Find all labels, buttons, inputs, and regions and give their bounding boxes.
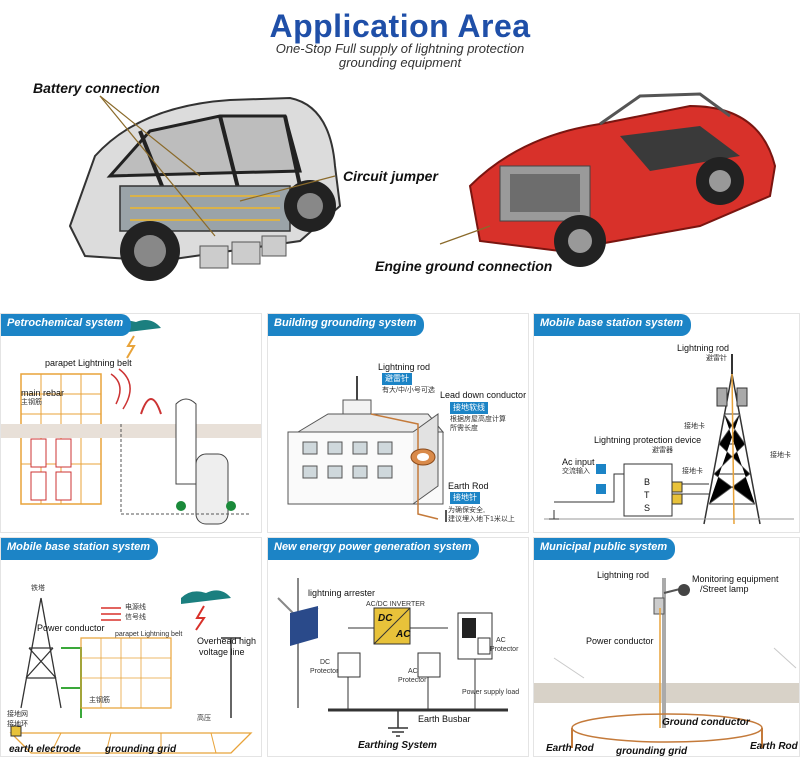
car-drawings — [68, 92, 777, 281]
inverter-dc-label: DC — [378, 613, 393, 624]
protection-device-cn: 避雷器 — [652, 447, 673, 454]
power-supply-load-label: Power supply load — [462, 689, 520, 696]
main-rebar-cn-label: 主钢筋 — [21, 399, 42, 406]
grounding-clip-cn-3: 接地卡 — [770, 452, 791, 459]
lightning-rod-label: Lightning rod — [378, 362, 431, 372]
mobile-base-top-diagram — [544, 354, 794, 525]
main-rebar-label: main rebar — [21, 388, 65, 398]
earth-rod-right-label: Earth Rod — [750, 741, 798, 752]
municipal-power-conductor-label: Power conductor — [586, 636, 654, 646]
municipal-title: Municipal public system — [534, 538, 676, 560]
lightning-arrester-label: lightning arrester — [308, 588, 376, 598]
municipal-grounding-grid-label: grounding grid — [616, 746, 688, 757]
subtitle-line-2: grounding equipment — [338, 55, 462, 70]
monitoring-equipment-label: Monitoring equipment — [692, 574, 779, 584]
mobile-base-bottom-diagram — [9, 590, 253, 754]
earth-rod-label: Earth Rod — [448, 481, 489, 491]
header: Application Area One-Stop Full supply of… — [0, 0, 800, 80]
bts-letter-b: B — [644, 477, 651, 487]
mobile-top-lightning-rod-cn: 避雷针 — [706, 355, 727, 362]
inverter-label: AC/DC INVERTER — [366, 601, 425, 608]
panel-new-energy: New energy power generation system light… — [267, 537, 529, 757]
petrochemical-title: Petrochemical system — [1, 314, 132, 336]
mobile-base-bottom-title: Mobile base station system — [1, 538, 159, 560]
bts-letter-t: T — [644, 490, 650, 500]
panel-mobile-base-top: Mobile base station system Lightning rod… — [533, 313, 800, 533]
page-title: Application Area — [269, 8, 531, 44]
dc-protector-label-2: Protector — [310, 668, 339, 675]
earth-electrode-label: earth electrode — [9, 744, 81, 755]
grid-cn-label: 接地网 — [7, 711, 28, 718]
lead-down-label: Lead down conductor — [440, 390, 527, 400]
building-diagram — [287, 376, 447, 522]
lightning-rod-note: 有大/中/小号可选 — [382, 387, 435, 394]
ac-input-label: Ac input — [562, 457, 595, 467]
protection-device-label: Lightning protection device — [594, 435, 702, 445]
earth-rod-cn-tag: 接地针 — [450, 492, 480, 504]
power-line-cn: 电源线 — [125, 604, 146, 611]
panel-mobile-base-bottom: Mobile base station system 铁塔 Power cond… — [0, 537, 262, 757]
grounding-grid-label-1: grounding grid — [105, 744, 177, 755]
earth-rod-note-2: 建议埋入地下1米以上 — [448, 516, 515, 523]
panel-building-grounding: Building grounding system Lightning rod … — [267, 313, 529, 533]
inverter-ac-label: AC — [396, 629, 411, 640]
ac-protector-label-2: Protector — [398, 677, 427, 684]
electric-car-chassis-image — [68, 95, 342, 281]
lead-down-cn-tag: 接地软线 — [450, 402, 488, 414]
earth-rod-note-1: 为确保安全, — [448, 507, 485, 514]
grounding-clip-cn-1: 接地卡 — [684, 423, 705, 430]
panel-municipal: Municipal public system Lightning rod Mo… — [533, 537, 800, 757]
signal-line-cn: 信号线 — [125, 614, 146, 621]
main-rebar-cn-2: 主钢筋 — [89, 697, 110, 704]
circuit-jumper-label: Circuit jumper — [343, 168, 438, 184]
high-voltage-cn: 高压 — [197, 715, 211, 722]
overhead-label-1: Overhead high — [197, 636, 257, 646]
ac-protector-right-2: Protector — [490, 646, 519, 653]
panel-petrochemical: Petrochemical system parapet Lightning b… — [0, 313, 262, 533]
ground-conductor-label: Ground conductor — [662, 717, 750, 728]
earthing-system-label: Earthing System — [358, 740, 437, 751]
subtitle-line-1: One-Stop Full supply of lightning protec… — [275, 41, 525, 56]
ac-protector-right-1: AC — [496, 637, 506, 644]
engine-ground-connection-label: Engine ground connection — [375, 258, 553, 274]
ring-cn-label: 接地环 — [7, 721, 28, 728]
sports-car-image — [439, 92, 777, 267]
earth-busbar-label: Earth Busbar — [418, 714, 471, 724]
new-energy-diagram — [277, 578, 508, 737]
bts-letter-s: S — [644, 503, 651, 513]
battery-connection-label: Battery connection — [33, 80, 160, 96]
municipal-lightning-rod-label: Lightning rod — [597, 570, 650, 580]
ac-protector-label-1: AC — [408, 668, 418, 675]
new-energy-title: New energy power generation system — [268, 538, 480, 560]
parapet-belt-label: parapet Lightning belt — [115, 631, 183, 638]
street-lamp-label: /Street lamp — [700, 584, 749, 594]
car-illustrations: Battery connection Circuit jumper Engine… — [0, 76, 800, 290]
parapet-label: parapet Lightning belt — [45, 358, 132, 368]
lead-down-note-2: 所需长度 — [450, 425, 478, 432]
building-title: Building grounding system — [268, 314, 425, 336]
municipal-diagram — [534, 578, 799, 748]
lead-down-note-1: 根据房屋高度计算 — [450, 416, 506, 423]
overhead-label-2: voltage line — [199, 647, 245, 657]
mobile-base-top-title: Mobile base station system — [534, 314, 692, 336]
petrochemical-diagram — [1, 320, 261, 525]
grounding-clip-cn-2: 接地卡 — [682, 468, 703, 475]
power-conductor-label: Power conductor — [37, 623, 105, 633]
page-subtitle: One-Stop Full supply of lightning protec… — [0, 42, 800, 70]
lightning-rod-cn-tag: 避雷针 — [382, 373, 412, 385]
mobile-top-lightning-rod-label: Lightning rod — [677, 343, 730, 353]
ac-input-cn: 交流输入 — [562, 468, 590, 475]
dc-protector-label-1: DC — [320, 659, 331, 666]
tower-cn-label: 铁塔 — [31, 585, 45, 592]
earth-rod-left-label: Earth Rod — [546, 743, 594, 754]
